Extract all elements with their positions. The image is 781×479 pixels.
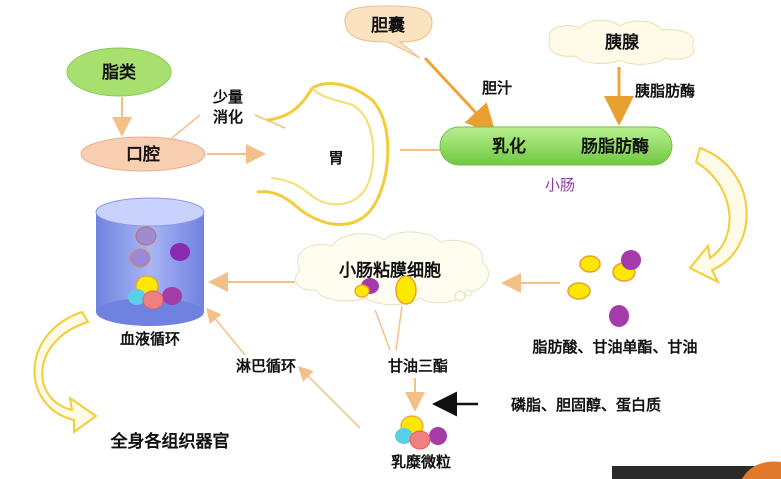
chylomicron-cluster [395,415,447,450]
mouth-label: 口腔 [126,144,160,165]
mouth-node: 口腔 [80,136,206,172]
chylomicron-label: 乳糜微粒 [391,453,451,471]
curved-arrow-left [33,310,98,434]
bile-label: 胆汁 [482,79,512,97]
pancreas-node: 胰腺 [548,19,695,65]
mucosa-cell-node: 小肠粘膜细胞 [295,231,489,306]
line-mucosa-to-tg [374,309,391,351]
triglyceride-label: 甘油三酯 [388,357,448,375]
small-amount-label-2: 消化 [213,108,243,126]
intestinal-lipase-label: 肠脂肪酶 [581,136,649,157]
gallbladder-node: 胆囊 [344,5,433,59]
small-amount-label-1: 少量 [212,88,243,106]
arrow-lymph-to-blood [206,307,246,356]
fat-node: 脂类 [66,47,172,97]
others-label: 磷脂、胆固醇、蛋白质 [511,396,661,414]
emulsify-label: 乳化 [492,136,526,157]
stomach-label: 胃 [328,149,343,167]
mucosa-cell-label: 小肠粘膜细胞 [339,260,441,281]
stomach-node: 胃 [256,82,390,226]
products-label: 脂肪酸、甘油单酯、甘油 [532,338,697,356]
pancreas-label: 胰腺 [605,32,640,53]
small-intestine-node: 乳化 肠脂肪酶 [439,126,673,166]
curved-arrow-right [688,146,748,285]
blood-cylinder [95,197,205,326]
gallbladder-label: 胆囊 [371,15,405,36]
blood-circulation-label: 血液循环 [120,330,180,348]
arrow-bile [423,56,497,135]
corner-decoration [612,461,781,479]
small-amount-line-left [171,114,201,139]
small-intestine-label: 小肠 [545,176,575,194]
organs-label: 全身各组织器官 [110,431,230,452]
arrow-chylo-to-lymph [297,365,361,429]
lymph-circulation-label: 淋巴循环 [236,357,296,375]
products-dots [567,250,641,327]
fat-label: 脂类 [102,62,137,83]
small-amount-line-right [254,114,286,129]
line-mucosa-to-tg-2 [395,305,403,351]
pancreatic-lipase-label: 胰脂肪酶 [635,82,695,100]
